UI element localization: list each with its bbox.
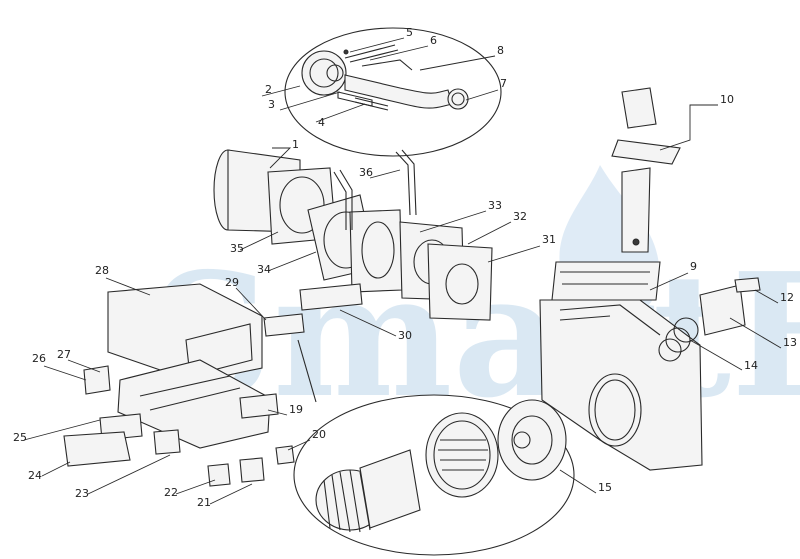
burner-housing (539, 261, 761, 471)
leader-lines (23, 37, 782, 505)
part-label-1: 1 (292, 138, 299, 151)
part-label-33: 33 (488, 199, 502, 212)
nozzle-assembly (301, 44, 469, 111)
burner-head-group (213, 149, 493, 321)
part-label-15: 15 (598, 481, 612, 494)
part-label-9: 9 (690, 260, 697, 273)
part-label-28: 28 (95, 264, 109, 277)
part-label-2: 2 (265, 83, 272, 96)
part-label-12: 12 (780, 291, 794, 304)
part-label-25: 25 (13, 431, 27, 444)
part-label-32: 32 (513, 210, 527, 223)
control-module (611, 87, 681, 253)
part-label-30: 30 (398, 329, 412, 342)
motor-and-fan (315, 399, 567, 533)
part-label-3: 3 (268, 98, 275, 111)
motor-fan-assembly-outline (293, 394, 575, 556)
part-label-24: 24 (28, 469, 42, 482)
part-label-29: 29 (225, 276, 239, 289)
part-label-19: 19 (289, 403, 303, 416)
part-label-20: 20 (312, 428, 326, 441)
part-label-26: 26 (32, 352, 46, 365)
part-label-27: 27 (57, 348, 71, 361)
part-label-21: 21 (197, 496, 211, 509)
part-label-36: 36 (359, 166, 373, 179)
part-label-35: 35 (230, 242, 244, 255)
part-label-13: 13 (783, 336, 797, 349)
electrical-components (63, 365, 295, 487)
part-label-5: 5 (406, 26, 413, 39)
part-label-34: 34 (257, 263, 271, 276)
part-label-23: 23 (75, 487, 89, 500)
part-label-6: 6 (430, 34, 437, 47)
part-label-8: 8 (497, 44, 504, 57)
part-label-14: 14 (744, 359, 758, 372)
cover-and-frame (107, 283, 363, 449)
part-label-4: 4 (318, 116, 325, 129)
nozzle-assembly-outline (284, 27, 502, 157)
part-label-10: 10 (720, 93, 734, 106)
part-label-22: 22 (164, 486, 178, 499)
part-label-31: 31 (542, 233, 556, 246)
part-label-7: 7 (500, 77, 507, 90)
